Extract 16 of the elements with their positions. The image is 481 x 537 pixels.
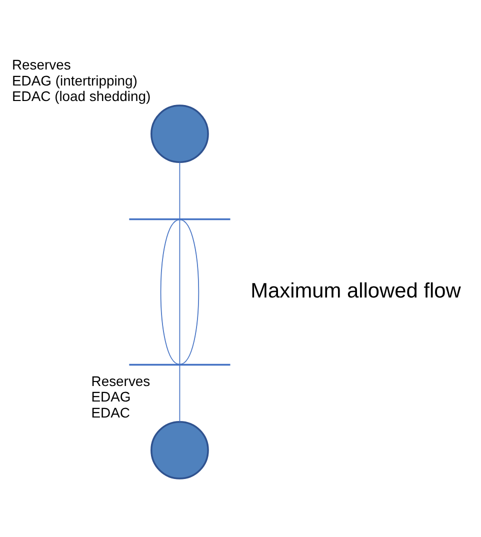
node-label: EDAC (91, 404, 130, 420)
node-circle (150, 421, 209, 480)
node-label: Reserves (91, 372, 150, 389)
node-circle (150, 104, 209, 164)
connector (179, 162, 180, 220)
node-label: EDAG (intertripping) (12, 72, 138, 88)
connector (179, 364, 180, 422)
label: Maximum allowed flow (250, 279, 461, 302)
node-label: Reserves (12, 56, 71, 73)
connector (180, 219, 200, 365)
node-bar (129, 364, 230, 366)
node-label: EDAC (load shedding) (12, 88, 151, 104)
node-label: EDAG (91, 388, 131, 405)
connector (160, 219, 180, 365)
connector (179, 219, 180, 365)
node-bar (129, 218, 230, 220)
